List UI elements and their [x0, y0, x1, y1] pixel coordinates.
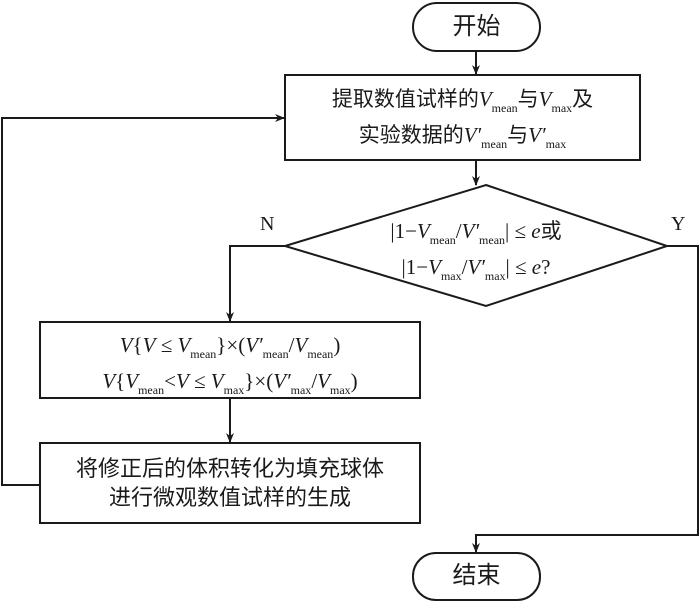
- decision-diamond: [281, 183, 671, 308]
- var-v: V: [142, 333, 156, 357]
- generate-line-1: 将修正后的体积转化为填充球体: [75, 456, 384, 481]
- sub-mean: mean: [481, 137, 508, 151]
- text-or: 或: [540, 219, 562, 243]
- sub-mean: mean: [190, 347, 217, 361]
- generate-text: 将修正后的体积转化为填充球体 进行微观数值试样的生成: [40, 454, 420, 512]
- var-v-prime: V′: [273, 369, 291, 393]
- no-branch-label: N: [260, 213, 275, 235]
- extract-line-1: 提取数值试样的Vmean与Vmax及: [285, 86, 640, 122]
- paren-close: ): [350, 369, 358, 393]
- decision-text: |1−Vmean/V′mean| ≤ e或 |1−Vmax/V′max| ≤ e…: [285, 218, 667, 290]
- end-label: 结束: [452, 563, 501, 589]
- correction-line-2: V{Vmean<V ≤ Vmax}×(V′max/Vmax): [40, 368, 420, 404]
- extract-text-prefix-2: 实验数据的: [358, 123, 464, 147]
- extract-line-2: 实验数据的V′mean与V′max: [285, 122, 640, 158]
- brace-open: {: [132, 333, 143, 357]
- sub-max: max: [545, 137, 567, 151]
- sub-max: max: [290, 383, 312, 397]
- sub-max: max: [551, 101, 573, 115]
- correction-text: V{V ≤ Vmean}×(V′mean/Vmean) V{Vmean<V ≤ …: [40, 332, 420, 404]
- sub-mean: mean: [307, 347, 334, 361]
- decision-line-1: |1−Vmean/V′mean| ≤ e或: [285, 218, 667, 254]
- var-v: V: [175, 369, 189, 393]
- abs-open: |1−: [390, 219, 417, 243]
- abs-close-leq: | ≤: [505, 219, 532, 243]
- var-e: e: [531, 219, 541, 243]
- correction-line-1: V{V ≤ Vmean}×(V′mean/Vmean): [40, 332, 420, 368]
- var-v-prime: V′: [245, 333, 263, 357]
- var-v: V: [125, 369, 139, 393]
- lt: <: [164, 369, 176, 393]
- generate-line-2: 进行微观数值试样的生成: [108, 485, 351, 510]
- sub-mean: mean: [138, 383, 165, 397]
- slash: /: [288, 333, 295, 357]
- var-v-prime: V′: [528, 123, 546, 147]
- var-v: V: [102, 369, 116, 393]
- decision-line-2: |1−Vmax/V′max| ≤ e?: [285, 254, 667, 290]
- var-v: V: [428, 255, 441, 279]
- var-v-prime: V′: [461, 219, 480, 243]
- var-v: V: [317, 369, 330, 393]
- yes-branch-label: Y: [671, 213, 686, 235]
- var-v: V: [416, 219, 430, 243]
- generate-box: [39, 442, 421, 524]
- leq: ≤: [155, 333, 178, 357]
- var-v: V: [538, 87, 552, 111]
- sub-mean: mean: [429, 233, 456, 247]
- brace-close-times: }×(: [216, 333, 246, 357]
- sub-mean: mean: [491, 101, 518, 115]
- brace-open: {: [115, 369, 126, 393]
- slash: /: [311, 369, 318, 393]
- abs-open: |1−: [401, 255, 429, 279]
- sub-max: max: [440, 269, 462, 283]
- var-v: V: [478, 87, 492, 111]
- text-and-2: 及: [572, 87, 594, 111]
- end-terminal: [412, 552, 541, 601]
- var-v: V: [177, 333, 191, 357]
- extract-box: [284, 74, 641, 161]
- sub-mean: mean: [479, 233, 506, 247]
- var-v-prime: V′: [467, 255, 485, 279]
- sub-max: max: [484, 269, 506, 283]
- var-v: V: [119, 333, 133, 357]
- sub-max: max: [223, 383, 245, 397]
- extract-text-prefix: 提取数值试样的: [331, 87, 479, 111]
- var-v: V: [210, 369, 224, 393]
- sub-mean: mean: [262, 347, 289, 361]
- text-and: 与: [507, 123, 529, 147]
- arrow-yes-branch: [472, 245, 699, 553]
- paren-close: ): [333, 333, 341, 357]
- var-v-prime: V′: [463, 123, 482, 147]
- slash: /: [455, 219, 462, 243]
- arrow-no-branch: [226, 245, 285, 322]
- extract-text: 提取数值试样的Vmean与Vmax及 实验数据的V′mean与V′max: [285, 86, 640, 158]
- arrow-loop-back: [1, 114, 285, 486]
- leq: ≤: [188, 369, 211, 393]
- abs-close-leq: | ≤: [505, 255, 532, 279]
- text-and: 与: [517, 87, 539, 111]
- brace-close-times: }×(: [244, 369, 274, 393]
- question-mark: ?: [541, 255, 551, 279]
- start-label: 开始: [452, 14, 501, 40]
- sub-max: max: [329, 383, 351, 397]
- slash: /: [461, 255, 468, 279]
- correction-box: [39, 321, 421, 399]
- var-v: V: [294, 333, 308, 357]
- var-e: e: [531, 255, 542, 279]
